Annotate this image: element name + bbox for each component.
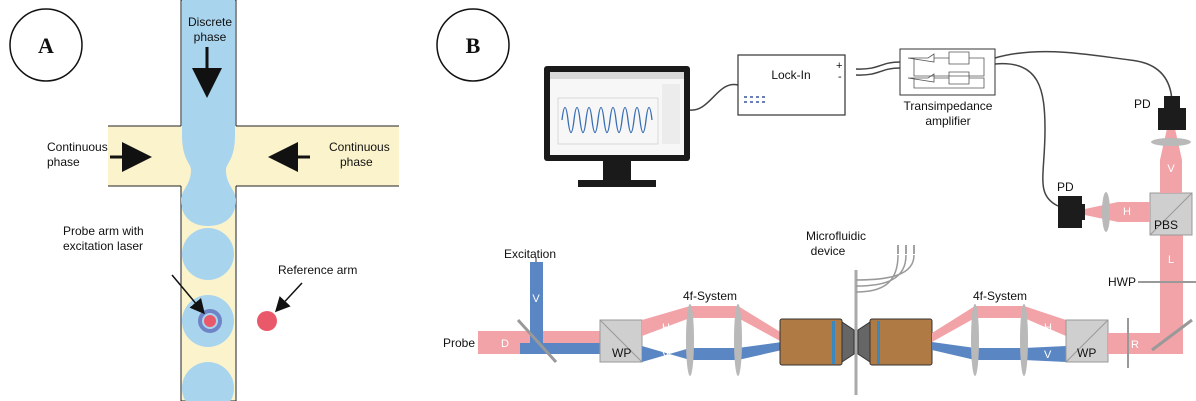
reference-arrow — [274, 282, 303, 313]
lens-pd-left — [1102, 192, 1110, 232]
probe-spot — [204, 315, 216, 327]
lock-in-plus: + — [836, 60, 842, 72]
probe-label: Probe — [443, 336, 475, 350]
beam-h-left — [642, 306, 782, 342]
transimpedance-label-1: Transimpedance — [904, 99, 993, 113]
hwp-label: HWP — [1108, 275, 1136, 289]
beam-label-h-right: H — [1044, 322, 1052, 334]
beam-label-l: L — [1168, 254, 1174, 266]
cable — [855, 61, 901, 70]
pd-left-label: PD — [1057, 180, 1074, 194]
microfluidic-tubing — [855, 254, 915, 293]
beam-label-v-pd: V — [1167, 163, 1175, 175]
excitation-label: Excitation — [504, 247, 556, 261]
panel-b-badge — [436, 8, 510, 82]
probe-ring — [198, 309, 222, 333]
continuous-right-label-2: phase — [340, 155, 373, 169]
lock-in-box — [737, 54, 846, 116]
transimpedance-box — [899, 48, 996, 96]
beam-h-right — [932, 306, 1066, 342]
beam-label-v-left: V — [662, 349, 670, 361]
monitor-icon — [544, 66, 690, 187]
beam-label-v-excitation: V — [532, 293, 540, 305]
beam-label-r: R — [1131, 339, 1139, 351]
cable — [689, 83, 739, 111]
flow-arrows — [897, 245, 915, 254]
horizontal-channel — [108, 126, 399, 186]
cable — [994, 62, 1059, 207]
four-f-left-label: 4f-System — [683, 289, 737, 303]
beam-label-h-pd: H — [1123, 206, 1131, 218]
cable — [994, 50, 1173, 109]
discrete-phase-label-2: phase — [194, 30, 227, 44]
transimpedance-label-2: amplifier — [925, 114, 970, 128]
beam-label-h-left: H — [662, 322, 670, 334]
lock-in-display — [744, 96, 765, 103]
reference-arm-label: Reference arm — [278, 263, 357, 277]
circuit-schematic — [907, 51, 985, 89]
probe-beam — [478, 331, 520, 354]
beam-label-d: D — [501, 338, 509, 350]
panel-a: A Discrete phase Continuous phase Contin… — [9, 0, 399, 401]
lens-left — [686, 304, 742, 376]
lock-in-label: Lock-In — [771, 68, 810, 82]
probe-arrow — [171, 274, 205, 315]
droplet — [182, 362, 234, 401]
beam-v-right — [932, 342, 1066, 362]
four-f-right-label: 4f-System — [973, 289, 1027, 303]
continuous-left-label-2: phase — [47, 155, 80, 169]
pbs-label: PBS — [1154, 218, 1178, 232]
probe-arm-label-1: Probe arm with — [63, 224, 144, 238]
beam-l — [1160, 220, 1183, 354]
beam-v-left — [642, 342, 782, 362]
droplet — [182, 228, 234, 280]
lock-in-minus: - — [838, 71, 842, 83]
excitation-beam — [530, 262, 543, 350]
probe-arm-label-2: excitation laser — [63, 239, 143, 253]
discrete-phase-fluid — [181, 0, 236, 226]
microfluidic-label-1: Microfluidic — [806, 229, 866, 243]
lens-pd-top — [1151, 138, 1191, 146]
beam-v-pd — [1160, 124, 1182, 193]
panel-a-badge-label: A — [38, 33, 54, 58]
fold-mirror — [1151, 318, 1193, 352]
continuous-right-label-1: Continuous — [329, 140, 390, 154]
lens-right — [971, 304, 1028, 376]
wp-right-label: WP — [1077, 346, 1096, 360]
microfluidic-label-2: device — [811, 244, 846, 258]
panel-b: B Lock-In + - — [436, 8, 1196, 395]
pd-top — [1158, 108, 1186, 130]
continuous-left-label-1: Continuous — [47, 140, 108, 154]
dichroic-mirror — [516, 318, 558, 364]
reference-spot — [257, 311, 277, 331]
pd-left — [1058, 196, 1082, 228]
panel-a-badge — [9, 8, 83, 82]
wp-left-label: WP — [612, 346, 631, 360]
panel-b-badge-label: B — [466, 33, 481, 58]
cable — [855, 67, 901, 76]
beam-h-pd — [1080, 202, 1150, 222]
pd-top-label: PD — [1134, 97, 1151, 111]
beam-label-v-right: V — [1044, 349, 1052, 361]
discrete-phase-label-1: Discrete — [188, 15, 232, 29]
